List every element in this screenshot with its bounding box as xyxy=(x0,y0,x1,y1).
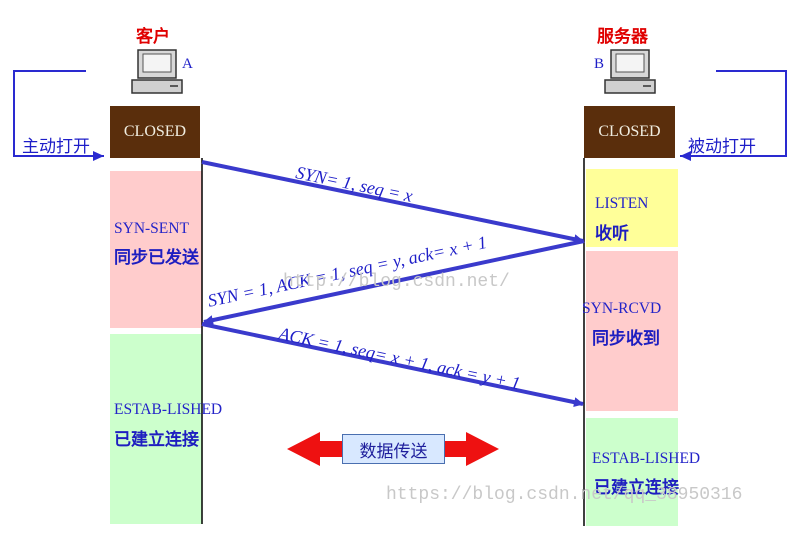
active-open-label: 主动打开 xyxy=(22,137,90,157)
server-established-cn: 已建立连接 xyxy=(594,478,679,498)
client-closed-box: CLOSED xyxy=(110,106,200,158)
server-computer-icon xyxy=(604,49,656,94)
passive-open-label: 被动打开 xyxy=(688,137,756,157)
server-established-box xyxy=(586,418,678,526)
watermark-middle: http://blog.csdn.net/ xyxy=(283,272,510,292)
client-title: 客户 xyxy=(136,27,170,47)
server-syn-rcvd-box xyxy=(586,251,678,411)
server-syn-rcvd-cn: 同步收到 xyxy=(592,329,660,349)
server-established-en: ESTAB-LISHED xyxy=(592,450,701,467)
syn-arrow xyxy=(201,160,584,245)
client-established-box xyxy=(110,334,202,524)
data-transfer-box: 数据传送 xyxy=(342,434,445,464)
data-transfer-label: 数据传送 xyxy=(359,441,428,462)
client-syn-sent-box xyxy=(110,171,202,328)
server-listen-cn: 收听 xyxy=(595,224,629,244)
server-listen-en: LISTEN xyxy=(595,195,649,212)
server-open-loop xyxy=(680,70,787,161)
server-closed-label: CLOSED xyxy=(598,123,661,140)
server-syn-rcvd-en: SYN-RCVD xyxy=(582,300,662,317)
client-syn-sent-en: SYN-SENT xyxy=(114,220,189,237)
server-closed-box: CLOSED xyxy=(584,106,675,158)
client-syn-sent-cn: 同步已发送 xyxy=(114,248,199,268)
watermark-bottom: https://blog.csdn.net/qq_38950316 xyxy=(386,485,743,505)
server-letter: B xyxy=(594,56,605,72)
syn-ack-arrow xyxy=(203,239,585,326)
client-closed-label: CLOSED xyxy=(123,123,187,140)
ack-arrow xyxy=(201,322,584,408)
client-computer-icon xyxy=(131,49,183,94)
server-listen-box xyxy=(586,169,678,247)
client-established-cn: 已建立连接 xyxy=(114,430,199,450)
client-established-en: ESTAB-LISHED xyxy=(114,401,223,418)
server-title: 服务器 xyxy=(597,27,648,47)
client-open-loop xyxy=(13,70,104,161)
client-letter: A xyxy=(182,56,193,72)
